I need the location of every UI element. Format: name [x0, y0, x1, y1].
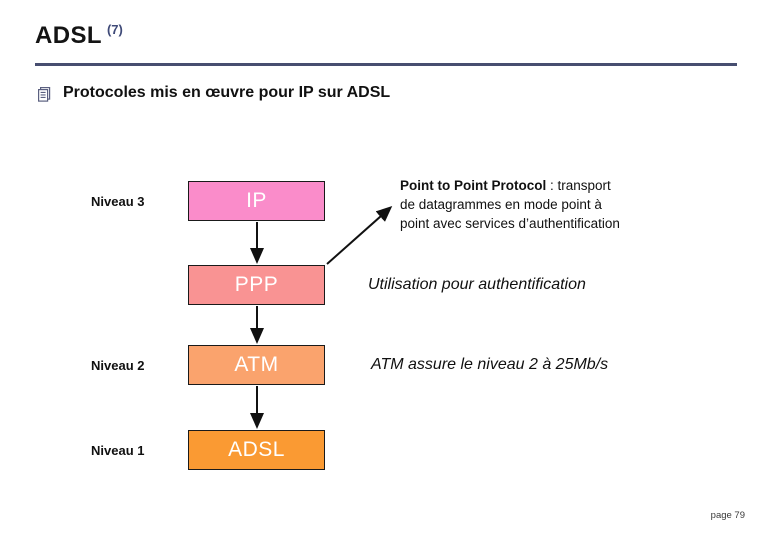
- page-title-text: ADSL: [35, 22, 102, 49]
- ppp-note-line-2: de datagrammes en mode point à: [400, 197, 602, 212]
- protocol-box-adsl: ADSL: [188, 430, 325, 470]
- documents-icon: [36, 86, 52, 108]
- ppp-note-line-3: point avec services d’authentification: [400, 216, 620, 231]
- level-label-niveau-2: Niveau 2: [91, 358, 145, 373]
- level-label-niveau-3: Niveau 3: [91, 194, 145, 209]
- page-number: page 79: [710, 510, 745, 521]
- ppp-note-line-1: Point to Point Protocol : transport: [400, 178, 611, 193]
- protocol-box-ip: IP: [188, 181, 325, 221]
- title-superscript: (7): [106, 22, 123, 37]
- ppp-note: Point to Point Protocol : transport de d…: [400, 176, 620, 233]
- atm-note: ATM assure le niveau 2 à 25Mb/s: [371, 356, 609, 373]
- bullet-item: Protocoles mis en œuvre pour IP sur ADSL: [36, 84, 390, 108]
- protocol-box-ppp: PPP: [188, 265, 325, 305]
- page-title: ADSL (7): [35, 22, 123, 50]
- title-rule: [35, 63, 737, 66]
- ppp-usage-note: Utilisation pour authentification: [368, 276, 586, 293]
- bullet-text: Protocoles mis en œuvre pour IP sur ADSL: [63, 84, 391, 101]
- level-label-niveau-1: Niveau 1: [91, 443, 145, 458]
- arrow-ppp-to-note: [326, 206, 393, 265]
- protocol-box-atm: ATM: [188, 345, 325, 385]
